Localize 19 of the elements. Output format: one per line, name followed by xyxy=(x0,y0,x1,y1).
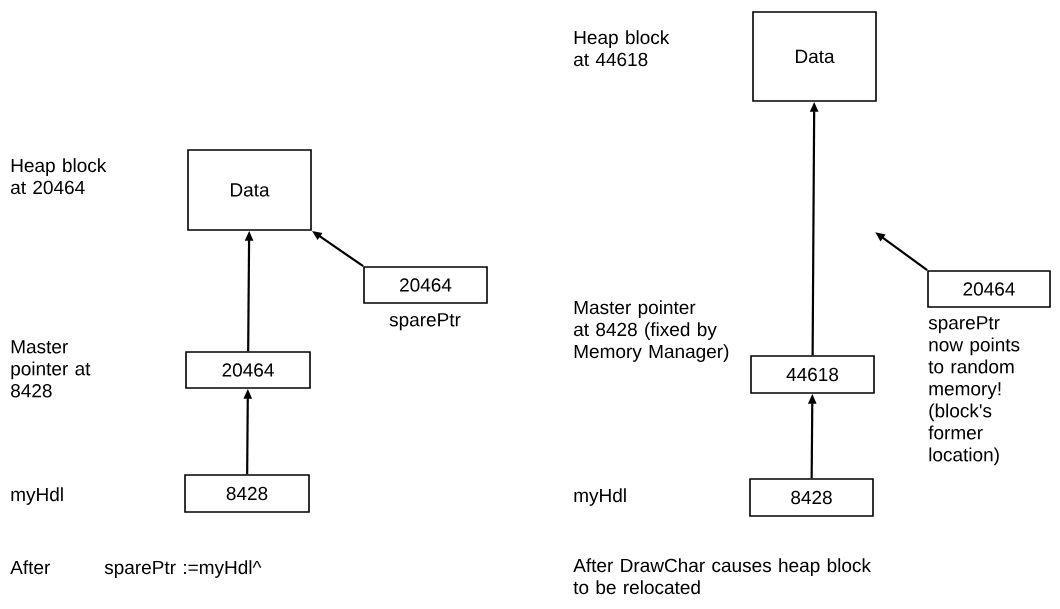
memory-box: 20464 xyxy=(363,266,488,304)
memory-box: 8428 xyxy=(749,478,874,517)
caption: Master pointer at 8428 (fixed by Memory Manager) xyxy=(574,300,729,362)
memory-box: Data xyxy=(187,149,312,231)
memory-box: Data xyxy=(752,11,877,102)
box-caption: sparePtr now points to random memory! (block's former location) xyxy=(928,316,1020,466)
caption: Master pointer at 8428 xyxy=(11,340,91,398)
caption: After DrawChar causes heap block to be relocated xyxy=(573,558,871,595)
caption: sparePtr :=myHdl^ xyxy=(104,560,262,578)
caption: Heap block at 44618 xyxy=(574,30,670,67)
caption: Heap block at 20464 xyxy=(11,158,107,195)
memory-box: 8428 xyxy=(184,474,310,513)
memory-box: 44618 xyxy=(750,355,875,394)
box-caption: sparePtr xyxy=(389,313,461,331)
caption: myHdl xyxy=(11,487,63,505)
caption: After xyxy=(10,560,50,575)
memory-box: 20464 xyxy=(185,351,311,389)
caption: myHdl xyxy=(574,488,626,506)
memory-box: 20464 xyxy=(927,270,1051,308)
